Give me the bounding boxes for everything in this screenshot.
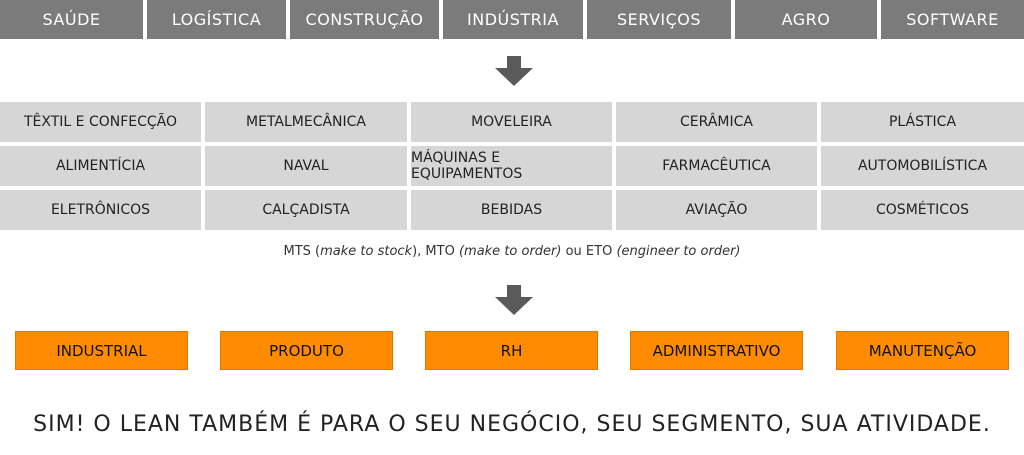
down-arrow-icon [495, 56, 533, 86]
industry-metalmecanica: METALMECÂNICA [205, 102, 407, 142]
industry-plastica: PLÁSTICA [821, 102, 1024, 142]
industry-automobilistica: AUTOMOBILÍSTICA [821, 146, 1024, 186]
area-administrativo: ADMINISTRATIVO [630, 331, 803, 370]
industry-farmaceutica: FARMACÊUTICA [616, 146, 817, 186]
area-industrial: INDUSTRIAL [15, 331, 188, 370]
sector-construcao: CONSTRUÇÃO [290, 0, 439, 39]
sector-logistica: LOGÍSTICA [147, 0, 286, 39]
note-eto-italic: (engineer to order) [616, 244, 741, 259]
note-mts-italic: make to stock [320, 244, 413, 259]
industry-naval: NAVAL [205, 146, 407, 186]
note-mts: MTS ( [283, 244, 321, 259]
sector-saude: SAÚDE [0, 0, 143, 39]
industry-calcadista: CALÇADISTA [205, 190, 407, 230]
sector-industria: INDÚSTRIA [443, 0, 583, 39]
area-produto: PRODUTO [220, 331, 393, 370]
note-mto: ), MTO [412, 244, 459, 259]
industry-bebidas: BEBIDAS [411, 190, 612, 230]
industry-cosmeticos: COSMÉTICOS [821, 190, 1024, 230]
sector-servicos: SERVIÇOS [587, 0, 731, 39]
production-model-note: MTS (make to stock), MTO (make to order)… [0, 244, 1024, 259]
down-arrow-icon [495, 285, 533, 315]
industry-moveleira: MOVELEIRA [411, 102, 612, 142]
note-mto-italic: (make to order) [458, 244, 562, 259]
industry-ceramica: CERÂMICA [616, 102, 817, 142]
tagline: SIM! O LEAN TAMBÉM É PARA O SEU NEGÓCIO,… [33, 412, 991, 437]
industry-aviacao: AVIAÇÃO [616, 190, 817, 230]
industry-eletronicos: ELETRÔNICOS [0, 190, 201, 230]
industry-maquinas: MÁQUINAS E EQUIPAMENTOS [411, 146, 612, 186]
area-manutencao: MANUTENÇÃO [836, 331, 1009, 370]
area-rh: RH [425, 331, 598, 370]
sector-software: SOFTWARE [881, 0, 1024, 39]
industry-textil: TÊXTIL E CONFECÇÃO [0, 102, 201, 142]
sector-agro: AGRO [735, 0, 877, 39]
industry-alimenticia: ALIMENTÍCIA [0, 146, 201, 186]
sector-row: SAÚDE LOGÍSTICA CONSTRUÇÃO INDÚSTRIA SER… [0, 0, 1024, 39]
note-eto: ou ETO [561, 244, 617, 259]
